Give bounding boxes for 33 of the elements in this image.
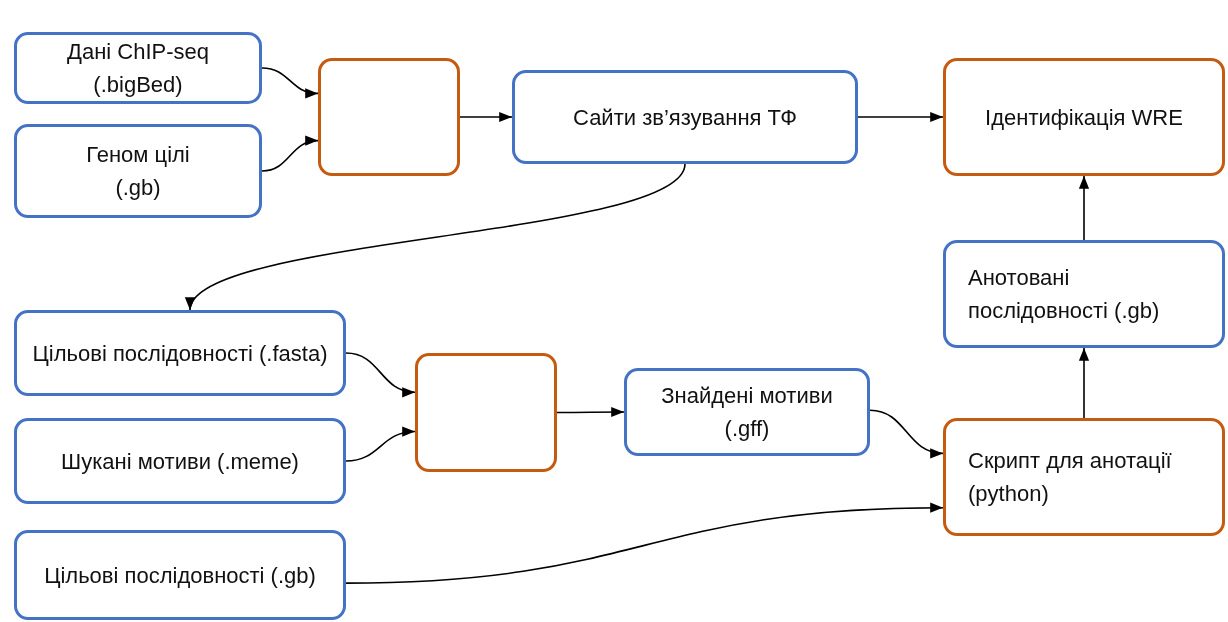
data-box: [943, 240, 1225, 348]
data-box: [14, 32, 262, 104]
data-box: [624, 368, 870, 456]
arrow: [1078, 175, 1090, 241]
data-box: [14, 530, 346, 620]
tool-box: [943, 58, 1225, 176]
arrow: [857, 111, 944, 123]
node-label: Сайти зв’язування ТФ: [573, 103, 797, 132]
node-label: Дані ChIP-seq (.bigBed): [66, 38, 210, 99]
node-label: Анотовані послідовності (.gb): [968, 264, 1161, 325]
arrow: [345, 502, 944, 584]
node-label: Скрипт для анотації (python): [968, 447, 1173, 508]
node-label: Ідентифікація WRE: [985, 103, 1183, 132]
process-box: [318, 58, 460, 176]
node-label: Геном цілі (.gb): [85, 141, 191, 202]
data-box: [14, 124, 262, 218]
arrow: [345, 427, 416, 462]
data-box: [14, 418, 346, 504]
node-label: Цільові послідовності (.fasta): [32, 339, 328, 368]
tool-box: [943, 418, 1225, 536]
data-box: [14, 310, 346, 396]
node-label: Шукані мотиви (.meme): [61, 447, 299, 476]
arrow: [345, 352, 416, 397]
process-box: [415, 353, 557, 472]
arrow: [869, 409, 944, 458]
arrow: [1078, 347, 1090, 419]
node-label: Знайдені мотиви (.gff): [660, 382, 834, 443]
arrow: [459, 111, 513, 123]
arrow: [556, 406, 625, 418]
node-label: Цільові послідовності (.gb): [44, 561, 316, 590]
arrow: [261, 67, 319, 98]
data-box: [512, 70, 858, 164]
arrow: [261, 136, 319, 172]
